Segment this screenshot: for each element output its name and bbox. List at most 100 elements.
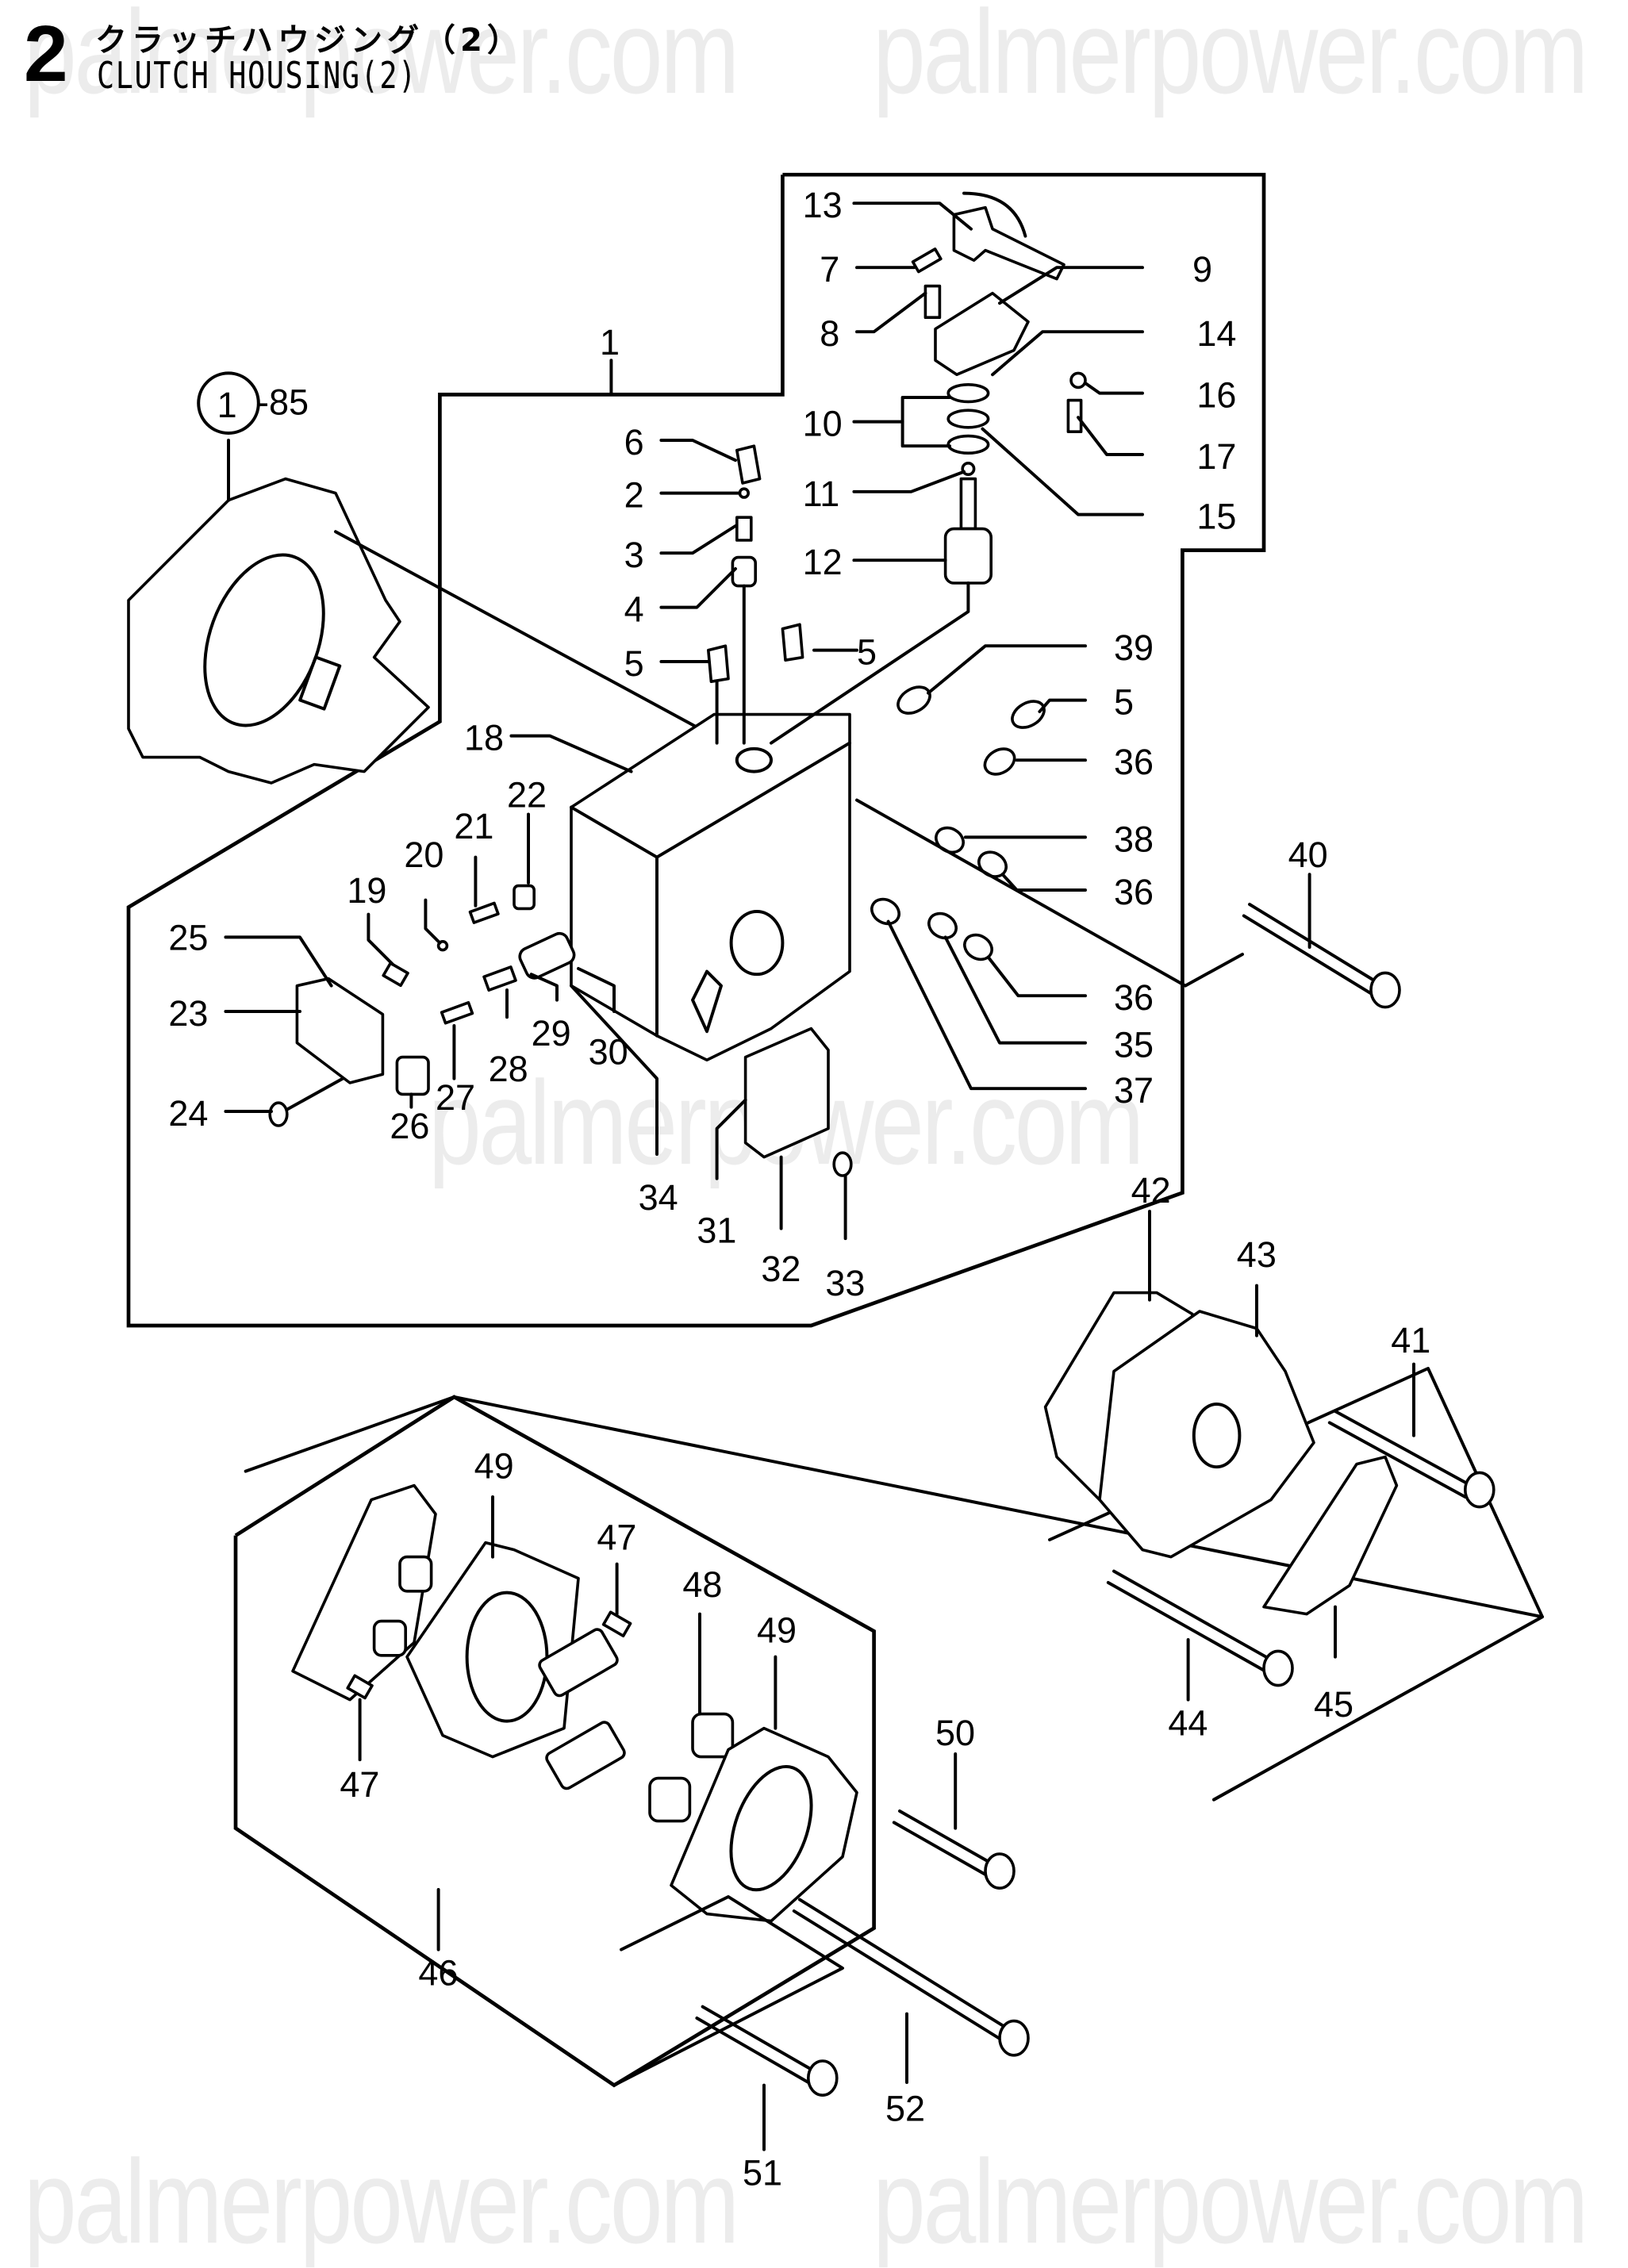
pin-part bbox=[601, 1610, 632, 1637]
spring-part bbox=[440, 1001, 474, 1025]
valve-body-part bbox=[570, 712, 851, 1062]
bolt-part bbox=[832, 1151, 853, 1177]
part-label-5: 5 bbox=[1114, 682, 1134, 723]
group-frame-pump bbox=[233, 1395, 876, 2088]
pump-cover-part bbox=[1098, 1310, 1315, 1559]
sleeve-part bbox=[943, 527, 993, 585]
part-label-36: 36 bbox=[1114, 872, 1154, 912]
part-label-36: 36 bbox=[1114, 742, 1154, 782]
spring-part bbox=[482, 965, 517, 992]
plug-part bbox=[735, 444, 762, 485]
bushing-part bbox=[398, 1555, 433, 1593]
plug-part bbox=[781, 623, 804, 662]
part-label-23: 23 bbox=[168, 993, 208, 1034]
part-label-31: 31 bbox=[697, 1211, 736, 1251]
plug-part bbox=[963, 933, 993, 961]
poppet-part bbox=[731, 555, 758, 588]
washer-part bbox=[946, 409, 990, 429]
part-label-37: 37 bbox=[1114, 1070, 1154, 1111]
part-label-40: 40 bbox=[1288, 835, 1328, 875]
ball-part bbox=[1069, 371, 1087, 390]
part-label-5: 5 bbox=[857, 632, 877, 673]
part-label-17: 17 bbox=[1196, 436, 1236, 477]
cover-plate-part bbox=[934, 291, 1030, 377]
part-label-3: 3 bbox=[624, 535, 644, 575]
part-label-44: 44 bbox=[1168, 1703, 1208, 1744]
part-label-10: 10 bbox=[803, 404, 843, 444]
linkage-arm-part bbox=[952, 191, 1065, 281]
part-label-41: 41 bbox=[1391, 1320, 1430, 1360]
plug-part bbox=[1011, 700, 1046, 729]
bolt-part bbox=[1106, 1569, 1294, 1687]
part-label-26: 26 bbox=[390, 1106, 429, 1146]
part-label-32: 32 bbox=[761, 1249, 801, 1289]
part-label-24: 24 bbox=[168, 1093, 208, 1134]
screw-part bbox=[923, 284, 942, 320]
part-label-47: 47 bbox=[340, 1764, 379, 1805]
part-label-36: 36 bbox=[1114, 977, 1154, 1018]
title-japanese: クラッチハウジング（2） bbox=[95, 22, 524, 59]
plug-part bbox=[870, 897, 900, 926]
spool-part bbox=[959, 477, 977, 531]
spring-part bbox=[468, 901, 500, 924]
sleeve-part bbox=[395, 1055, 430, 1096]
title-english: CLUTCH HOUSING(2) bbox=[97, 54, 417, 97]
part-label-34: 34 bbox=[639, 1177, 678, 1218]
plug-part bbox=[983, 747, 1016, 776]
part-label-14: 14 bbox=[1196, 313, 1236, 354]
bushing-part bbox=[648, 1776, 692, 1823]
bolt-part bbox=[1242, 903, 1401, 1009]
part-label-9: 9 bbox=[1192, 249, 1212, 290]
part-label-46: 46 bbox=[418, 1953, 458, 1994]
callout-suffix: -85 bbox=[257, 382, 309, 423]
section-number: 2 bbox=[24, 10, 68, 98]
part-label-50: 50 bbox=[935, 1713, 975, 1753]
part-label-18: 18 bbox=[464, 718, 504, 758]
watermark: palmerpower.com bbox=[24, 0, 739, 118]
bolt-part bbox=[268, 1101, 289, 1127]
gear-part bbox=[545, 1721, 626, 1790]
cover-part bbox=[743, 1027, 830, 1159]
part-label-21: 21 bbox=[454, 806, 493, 846]
part-label-28: 28 bbox=[489, 1049, 528, 1089]
bolt-part bbox=[1327, 1410, 1496, 1509]
plug-part bbox=[382, 961, 409, 988]
washer-part bbox=[946, 434, 990, 455]
part-label-1: 1 bbox=[600, 322, 620, 363]
bolt-part bbox=[792, 1898, 1030, 2057]
part-label-42: 42 bbox=[1131, 1170, 1171, 1211]
part-label-27: 27 bbox=[436, 1077, 475, 1118]
cover-part bbox=[295, 977, 385, 1084]
part-label-43: 43 bbox=[1237, 1234, 1277, 1275]
part-label-52: 52 bbox=[885, 2089, 925, 2129]
part-label-25: 25 bbox=[168, 918, 208, 958]
gear-part bbox=[538, 1628, 619, 1698]
washer-part bbox=[946, 383, 990, 404]
bolt-part bbox=[892, 1809, 1016, 1890]
part-label-7: 7 bbox=[820, 249, 839, 290]
bolt-part bbox=[695, 2005, 839, 2097]
part-label-11: 11 bbox=[803, 474, 840, 514]
part-label-12: 12 bbox=[803, 542, 843, 582]
part-label-5: 5 bbox=[624, 643, 644, 684]
part-label-20: 20 bbox=[404, 835, 443, 875]
part-label-19: 19 bbox=[347, 870, 386, 911]
bushing-part bbox=[372, 1619, 407, 1657]
poppet-part bbox=[513, 884, 536, 911]
part-label-8: 8 bbox=[820, 313, 839, 354]
part-label-45: 45 bbox=[1314, 1684, 1353, 1725]
group-frame-pump-outer bbox=[244, 1395, 1544, 1802]
spring-part bbox=[1066, 398, 1083, 434]
spring-part bbox=[735, 516, 753, 542]
part-label-51: 51 bbox=[743, 2153, 782, 2193]
part-label-38: 38 bbox=[1114, 819, 1154, 859]
part-label-47: 47 bbox=[597, 1518, 636, 1558]
plug-part bbox=[707, 644, 730, 683]
part-label-49: 49 bbox=[474, 1446, 514, 1487]
part-label-29: 29 bbox=[532, 1013, 571, 1053]
gasket-part bbox=[1262, 1455, 1399, 1616]
part-label-16: 16 bbox=[1196, 375, 1236, 416]
part-label-13: 13 bbox=[803, 185, 843, 225]
bushing-part bbox=[691, 1712, 735, 1759]
